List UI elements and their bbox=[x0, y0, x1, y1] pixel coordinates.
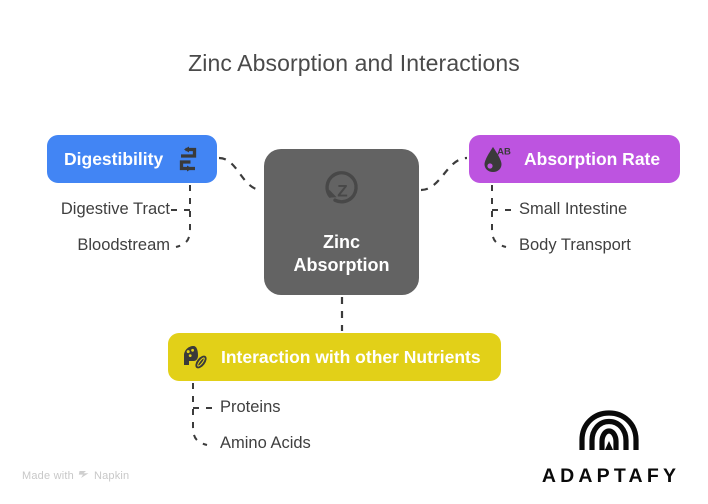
watermark-product: Napkin bbox=[93, 469, 130, 482]
node-interaction-with-other-nutrients[interactable]: Interaction with other Nutrients bbox=[168, 333, 501, 381]
sub-label-digestive-tract: Digestive Tract bbox=[60, 200, 170, 218]
svg-text:Z: Z bbox=[337, 181, 347, 200]
connector-absorption-rate-spine bbox=[491, 185, 507, 248]
napkin-watermark: Made with Napkin bbox=[22, 468, 129, 483]
node-interaction-label: Interaction with other Nutrients bbox=[221, 346, 481, 367]
connector-center-to-absorption-rate bbox=[420, 156, 468, 192]
node-absorption-rate-label: Absorption Rate bbox=[524, 148, 661, 169]
watermark-prefix: Made with bbox=[22, 469, 74, 482]
connector-digestibility-spine bbox=[175, 185, 191, 248]
brand-wordmark: ADAPTAFY bbox=[541, 465, 681, 487]
connector-digestibility-to-center bbox=[218, 156, 263, 192]
node-digestibility[interactable]: Digestibility bbox=[47, 135, 217, 183]
svg-text:AB: AB bbox=[497, 147, 511, 158]
exchange-arrows-icon bbox=[173, 144, 203, 174]
connector-interaction-spine bbox=[192, 383, 208, 446]
zinc-cycle-icon: Z bbox=[319, 167, 365, 213]
adaptafy-arch-icon bbox=[578, 410, 640, 459]
napkin-logo-icon bbox=[78, 468, 90, 483]
node-zinc-absorption[interactable]: Z Zinc Absorption bbox=[264, 149, 419, 295]
node-zinc-absorption-label: Zinc Absorption bbox=[293, 231, 390, 275]
blood-drop-ab-icon: AB bbox=[480, 143, 512, 175]
node-digestibility-label: Digestibility bbox=[64, 148, 164, 169]
sub-label-proteins: Proteins bbox=[220, 398, 281, 416]
sub-label-small-intestine: Small Intestine bbox=[519, 200, 628, 218]
brand-logo: ADAPTAFY bbox=[527, 410, 691, 488]
sub-label-amino-acids: Amino Acids bbox=[220, 434, 311, 452]
sub-label-body-transport: Body Transport bbox=[519, 236, 631, 254]
page-title: Zinc Absorption and Interactions bbox=[188, 50, 520, 76]
node-absorption-rate[interactable]: AB Absorption Rate bbox=[469, 135, 681, 183]
sub-label-bloodstream: Bloodstream bbox=[77, 236, 170, 254]
head-nutrients-icon bbox=[179, 341, 211, 373]
